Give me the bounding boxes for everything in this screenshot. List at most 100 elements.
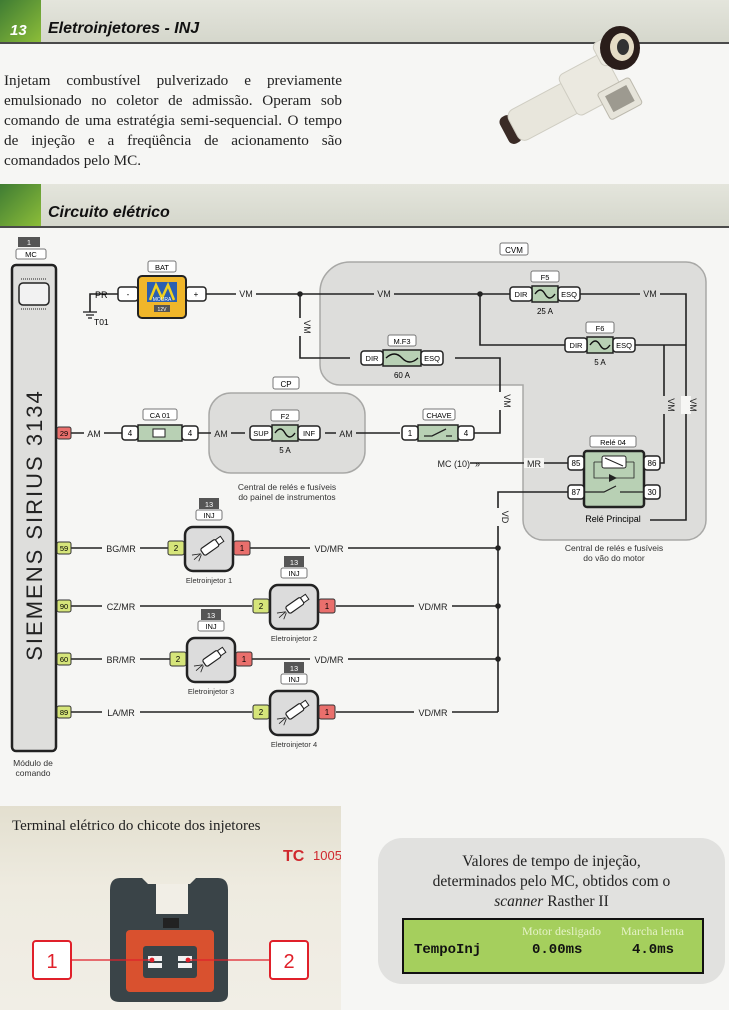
battery-pos: + — [194, 290, 199, 299]
fuse-tag: F6 — [596, 324, 605, 333]
injector-badge: 13 — [207, 611, 215, 620]
scanner-caption-2: determinados pelo MC, obtidos com o — [432, 873, 671, 890]
connector-ca01: CA 01 4 4 — [121, 408, 199, 442]
wire-label-vdmr: VD/MR — [419, 708, 449, 718]
wire-label-vd: VD — [500, 511, 510, 524]
battery-voltage: 12V — [158, 307, 168, 313]
relay-pin-30: 30 — [648, 488, 657, 497]
wire-label-vm: VM — [502, 394, 512, 408]
module-badge: 1 — [27, 238, 31, 247]
ground-icon — [83, 311, 97, 319]
connector-illustration: TC 1005 1 2 — [32, 848, 341, 1002]
scanner-caption-1: Valores de tempo de injeção, — [462, 853, 641, 870]
injector-pin-2: 2 — [259, 602, 264, 611]
cvm-caption-1: Central de relés e fusíveis — [565, 543, 663, 553]
wire-label-am: AM — [87, 429, 101, 439]
relay-pin-85: 85 — [572, 459, 581, 468]
relay-pin-87: 87 — [572, 488, 581, 497]
battery-tag: BAT — [155, 263, 169, 272]
injector-name: Eletroinjetor 1 — [186, 576, 232, 585]
section-number: 13 — [10, 22, 27, 39]
intro-paragraph: Injetam combustível pulverizado e previa… — [4, 72, 342, 170]
section-header-circuit: Circuito elétrico — [0, 184, 729, 228]
section-header-injectors: 13 Eletroinjetores - INJ — [0, 0, 729, 44]
wire-label-czmr: CZ/MR — [107, 602, 136, 612]
relay-name: Relé Principal — [585, 514, 641, 524]
col2-value: 4.0ms — [632, 942, 675, 958]
scanner-caption: Valores de tempo de injeção, determinado… — [378, 852, 725, 912]
lcd-display: Motor desligado Marcha lenta TempoInj 0.… — [402, 918, 704, 974]
module-pin-90: 90 — [60, 602, 68, 611]
injector-pin-2: 2 — [174, 544, 179, 553]
injector-name: Eletroinjetor 2 — [271, 634, 317, 643]
scanner-values-box: Valores de tempo de injeção, determinado… — [378, 838, 725, 984]
injector-name: Eletroinjetor 3 — [188, 687, 234, 696]
fuse-f6: DIR ESQ F6 5 A — [564, 321, 636, 367]
cp-caption-2: do painel de instrumentos — [238, 492, 335, 502]
param-name: TempoInj — [414, 942, 482, 958]
injector-name: Eletroinjetor 4 — [271, 740, 317, 749]
ca01-right-pin: 4 — [188, 429, 193, 438]
cp-tag — [272, 376, 300, 390]
ground-label: T01 — [94, 317, 109, 327]
fuse-tag: F2 — [281, 412, 290, 421]
wire-label-vm: VM — [377, 289, 391, 299]
module-pin-89: 89 — [60, 708, 68, 717]
relay-tag: Relé 04 — [600, 438, 626, 447]
fuse-left-label: DIR — [515, 290, 529, 299]
wire-label-vm: VM — [239, 289, 253, 299]
injector-photo — [499, 26, 643, 144]
module-pin-29: 29 — [60, 429, 68, 438]
fuse-right-label: ESQ — [424, 354, 440, 363]
section-title: Circuito elétrico — [48, 204, 170, 221]
fuse-right-label: ESQ — [616, 341, 632, 350]
module-pin-60: 60 — [60, 655, 68, 664]
control-module: 1 MC SIEMENS SIRIUS 3134 Módulo de coman… — [10, 237, 58, 778]
scanner-caption-3: scanner Rasther II — [378, 892, 725, 912]
injector-icon — [276, 593, 310, 620]
module-tag: MC — [25, 250, 37, 259]
fuse-right-label: INF — [303, 429, 316, 438]
wire-label-vm: VM — [688, 398, 698, 412]
col2-label: Marcha lenta — [621, 924, 684, 938]
injector-icon — [193, 646, 227, 673]
fuse-rating: 25 A — [537, 307, 554, 316]
relay-pin-86: 86 — [648, 459, 657, 468]
wire-label-vm: VM — [643, 289, 657, 299]
injector-tag: INJ — [288, 675, 300, 684]
chave-tag: CHAVE — [426, 411, 451, 420]
injector-tag: INJ — [203, 511, 215, 520]
cp-tag-text: CP — [280, 380, 291, 389]
fuse-tag: F5 — [541, 273, 550, 282]
scanner-model: Rasther II — [543, 893, 609, 910]
scanner-word: scanner — [494, 893, 544, 910]
ca01-left-pin: 4 — [128, 429, 133, 438]
terminal-pin-2: 2 — [283, 951, 294, 973]
connector-arrow-icon: » — [475, 459, 480, 469]
ground-wire-label: PR — [95, 290, 108, 300]
battery-brand: MOURA — [153, 297, 172, 303]
injector-pin-2: 2 — [259, 708, 264, 717]
injector-pin-1: 1 — [325, 602, 330, 611]
injector-pin-1: 1 — [325, 708, 330, 717]
injector-badge: 13 — [205, 500, 213, 509]
injector-tag: INJ — [205, 622, 217, 631]
fuse-rating: 5 A — [594, 358, 606, 367]
module-name: SIEMENS SIRIUS 3134 — [22, 389, 47, 661]
section-accent — [0, 184, 41, 226]
module-caption-2: comando — [16, 768, 51, 778]
injector-pin-2: 2 — [176, 655, 181, 664]
chave-left-pin: 1 — [408, 429, 413, 438]
cvm-tag — [499, 242, 529, 256]
battery: BAT - + MOURA 12V PR T01 — [83, 260, 207, 327]
fuse-left-label: DIR — [570, 341, 584, 350]
injector-pin-1: 1 — [242, 655, 247, 664]
wire-label-lamr: LA/MR — [107, 708, 135, 718]
cvm-tag-text: CVM — [505, 246, 523, 255]
module-pin-59: 59 — [60, 544, 68, 553]
